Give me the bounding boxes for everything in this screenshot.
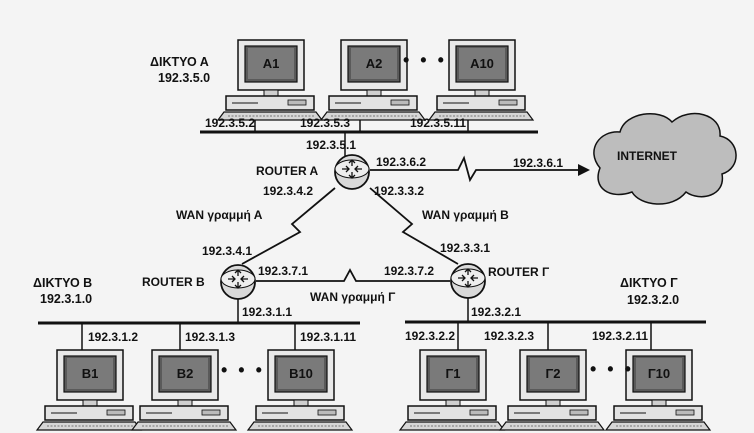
router-a-internet-ip: 192.3.6.2	[376, 155, 426, 169]
network-a-address: 192.3.5.0	[158, 71, 210, 85]
router-b-lan-ip: 192.3.1.1	[242, 305, 292, 319]
network-g-name: ΔΙΚΤΥΟ Γ	[620, 276, 678, 290]
network-g-address: 192.3.2.0	[627, 293, 679, 307]
computer-label: B10	[289, 366, 313, 381]
wan-link-b-label: WAN γραμμή Β	[422, 208, 509, 222]
internet-arrow-icon	[578, 164, 590, 176]
host-ip: 192.3.5.3	[300, 116, 350, 130]
router-a-name: ROUTER A	[256, 164, 319, 178]
computer-label: B1	[82, 366, 99, 381]
wan-link-g-label: WAN γραμμή Γ	[310, 290, 396, 304]
computer-label: A2	[366, 56, 383, 71]
computer-b2: B2	[131, 349, 237, 431]
computer-a2: A2	[320, 39, 426, 121]
ellipsis-a: • • •	[403, 50, 447, 70]
computer-label: Γ2	[545, 366, 560, 381]
router-a-icon	[334, 154, 370, 190]
router-b-wan-a-ip: 192.3.4.1	[202, 244, 252, 258]
host-ip: 192.3.2.3	[484, 329, 534, 343]
computer-a10: A10	[428, 39, 534, 121]
router-a-wan-b-ip: 192.3.3.2	[374, 184, 424, 198]
ellipsis-b: • • •	[221, 360, 265, 380]
host-ip: 192.3.1.3	[185, 330, 235, 344]
internet-label: INTERNET	[617, 149, 678, 163]
internet-link	[370, 155, 580, 183]
internet-ip: 192.3.6.1	[513, 156, 563, 170]
host-ip: 192.3.2.2	[405, 329, 455, 343]
router-g-icon	[450, 263, 486, 299]
router-g-wan-g-ip: 192.3.7.2	[384, 264, 434, 278]
wan-link-b	[369, 187, 459, 265]
router-g-wan-b-ip: 192.3.3.1	[440, 241, 490, 255]
internet-cloud-icon	[593, 112, 737, 205]
computer-label: Γ1	[445, 366, 460, 381]
host-ip: 192.3.5.2	[205, 116, 255, 130]
computer-label: B2	[177, 366, 194, 381]
network-b-name: ΔΙΚΤΥΟ Β	[33, 276, 92, 290]
computer-label: A1	[263, 56, 280, 71]
router-b-icon	[220, 264, 256, 300]
host-ip: 192.3.1.11	[300, 330, 356, 344]
router-b-name: ROUTER B	[142, 275, 205, 289]
computer-a1: A1	[217, 39, 323, 121]
router-b-wan-g-ip: 192.3.7.1	[258, 264, 308, 278]
host-ip: 192.3.1.2	[88, 330, 138, 344]
computer-g1: Γ1	[399, 349, 505, 431]
router-a-wan-a-ip: 192.3.4.2	[263, 184, 313, 198]
computer-b1: B1	[36, 349, 142, 431]
host-ip: 192.3.2.11	[592, 329, 648, 343]
network-a-name: ΔΙΚΤΥΟ Α	[150, 55, 209, 69]
computer-g2: Γ2	[499, 349, 605, 431]
wan-link-a	[241, 187, 336, 265]
wan-link-g	[256, 268, 450, 282]
router-g-name: ROUTER Γ	[488, 265, 550, 279]
router-g-lan-ip: 192.3.2.1	[471, 305, 521, 319]
network-b-address: 192.3.1.0	[40, 292, 92, 306]
wan-link-a-label: WAN γραμμή Α	[176, 208, 263, 222]
computer-label: A10	[470, 56, 494, 71]
computer-label: Γ10	[648, 366, 670, 381]
host-ip: 192.3.5.11	[410, 116, 466, 130]
computer-g10: Γ10	[605, 349, 711, 431]
router-a-lan-ip: 192.3.5.1	[306, 138, 356, 152]
ellipsis-g: • • •	[590, 359, 634, 379]
computer-b10: B10	[247, 349, 353, 431]
